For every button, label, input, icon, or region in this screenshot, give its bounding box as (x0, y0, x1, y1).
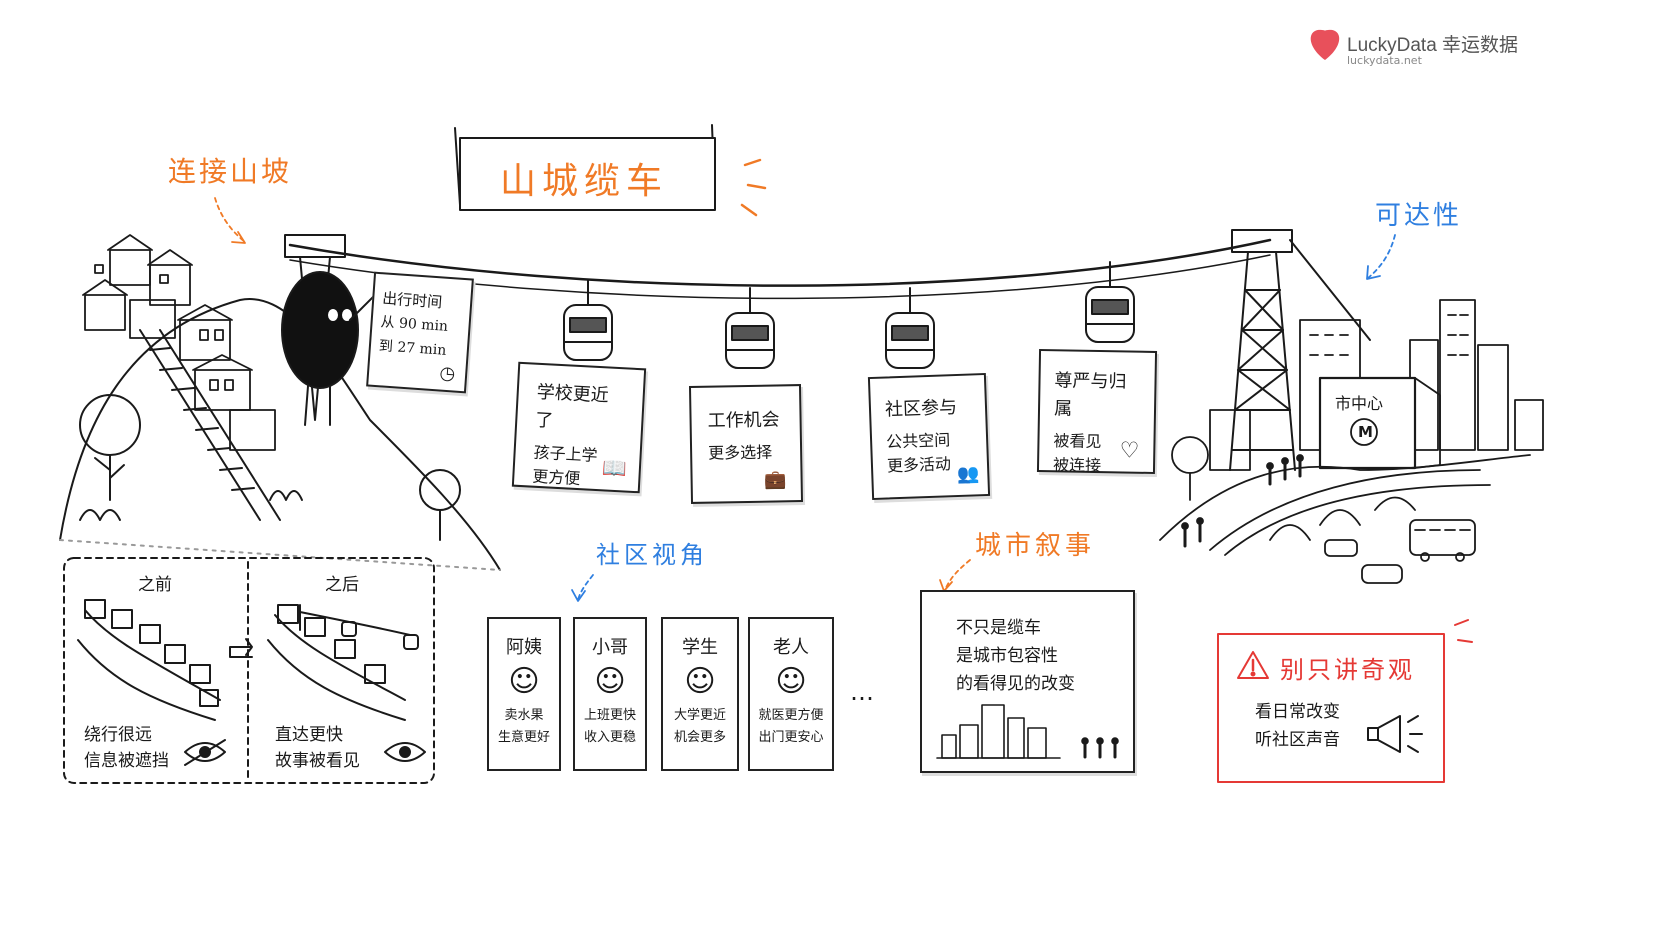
before-after-panel (63, 557, 435, 784)
metro-icon: M (1358, 423, 1373, 441)
megaphone-icon (1366, 712, 1424, 756)
benefit-card: 尊严与归属 被看见 被连接 ♡ (1036, 348, 1158, 475)
person-name: 老人 (773, 637, 809, 658)
city-center-label: 市中心 (1335, 394, 1384, 413)
gondola (725, 287, 775, 369)
eye-crossed-icon (183, 735, 228, 765)
brand-heart (1310, 29, 1340, 60)
person-face-icon: ☺ (775, 664, 807, 699)
benefit-line: 公共空间 (885, 430, 951, 452)
before-line: 信息被遮挡 (84, 751, 169, 771)
benefit-title: 工作机会 (707, 409, 780, 432)
person-line: 机会更多 (673, 730, 726, 745)
label-connect-slope: 连接山坡 (168, 155, 293, 188)
narrative-line: 的看得见的改变 (956, 674, 1075, 694)
right-tower (1229, 229, 1371, 471)
brand-url: luckydata.net (1347, 54, 1422, 67)
label-city-narrative: 城市叙事 (975, 531, 1096, 561)
people-icon: 👥 (956, 463, 980, 486)
before-line: 绕行很远 (84, 725, 152, 745)
label-accessibility: 可达性 (1375, 201, 1463, 231)
narrative-skyline (936, 704, 1119, 759)
person-line: 卖水果 (504, 708, 544, 723)
label-community-view: 社区视角 (596, 541, 708, 569)
gondola (885, 287, 935, 369)
warning-title: 别只讲奇观 (1280, 656, 1415, 684)
ellipsis: … (850, 678, 874, 706)
narrative-line: 是城市包容性 (956, 646, 1058, 666)
warning-panel (1217, 619, 1473, 783)
narrative-line: 不只是缆车 (956, 618, 1041, 638)
gondola (1085, 261, 1135, 343)
benefit-line: 更多选择 (707, 442, 773, 463)
benefit-title: 学校更近了 (534, 381, 610, 432)
benefit-card: 社区参与 公共空间 更多活动 👥 (867, 372, 991, 501)
gondolas (563, 261, 1135, 369)
banner-title: 山城缆车 (500, 161, 669, 202)
city-skyline (1159, 299, 1544, 584)
after-line: 直达更快 (275, 725, 343, 745)
warning-line: 听社区声音 (1255, 730, 1340, 750)
narrative-card: 不只是缆车 是城市包容性 的看得见的改变 (920, 590, 1135, 773)
person-card: 学生 ☺ 大学更近 机会更多 (661, 617, 739, 771)
person-line: 上班更快 (583, 708, 636, 723)
left-hillside (59, 234, 501, 571)
eye-icon (383, 735, 428, 765)
book-icon: 📖 (601, 455, 628, 481)
clock-icon: ◷ (438, 362, 456, 385)
person-card: 老人 ☺ 就医更方便 出门更安心 (748, 617, 834, 771)
person-card: 阿姨 ☺ 卖水果 生意更好 (487, 617, 561, 771)
person-name: 阿姨 (506, 637, 542, 658)
travel-to: 到 27 min (378, 338, 447, 359)
benefit-title: 尊严与归属 (1053, 370, 1127, 420)
person-card: 小哥 ☺ 上班更快 收入更稳 (573, 617, 647, 771)
brand-name: LuckyData 幸运数据 (1347, 35, 1519, 56)
person-line: 就医更方便 (758, 708, 824, 723)
person-name: 小哥 (592, 637, 628, 658)
benefit-title: 社区参与 (884, 397, 958, 421)
before-title: 之前 (138, 575, 172, 595)
gondola (563, 279, 613, 361)
person-line: 收入更稳 (583, 730, 636, 745)
person-face-icon: ☺ (508, 664, 540, 699)
person-line: 出门更安心 (758, 730, 824, 745)
travel-time-card: 出行时间 从 90 min 到 27 min ◷ (366, 271, 474, 394)
person-line: 生意更好 (497, 730, 550, 745)
person-face-icon: ☺ (594, 664, 626, 699)
benefit-card: 工作机会 更多选择 💼 (688, 384, 804, 504)
heart-icon: ♡ (1119, 438, 1140, 464)
annotation-arrows (214, 197, 1396, 602)
after-line: 故事被看见 (275, 751, 360, 771)
person-face-icon: ☺ (684, 664, 716, 699)
banner-frame (454, 124, 767, 217)
after-title: 之后 (325, 575, 359, 595)
person-line: 大学更近 (673, 708, 726, 723)
briefcase-icon: 💼 (764, 469, 787, 491)
benefit-card: 学校更近了 孩子上学 更方便 📖 (511, 361, 647, 494)
warning-line: 看日常改变 (1255, 702, 1340, 722)
person-name: 学生 (682, 637, 718, 658)
